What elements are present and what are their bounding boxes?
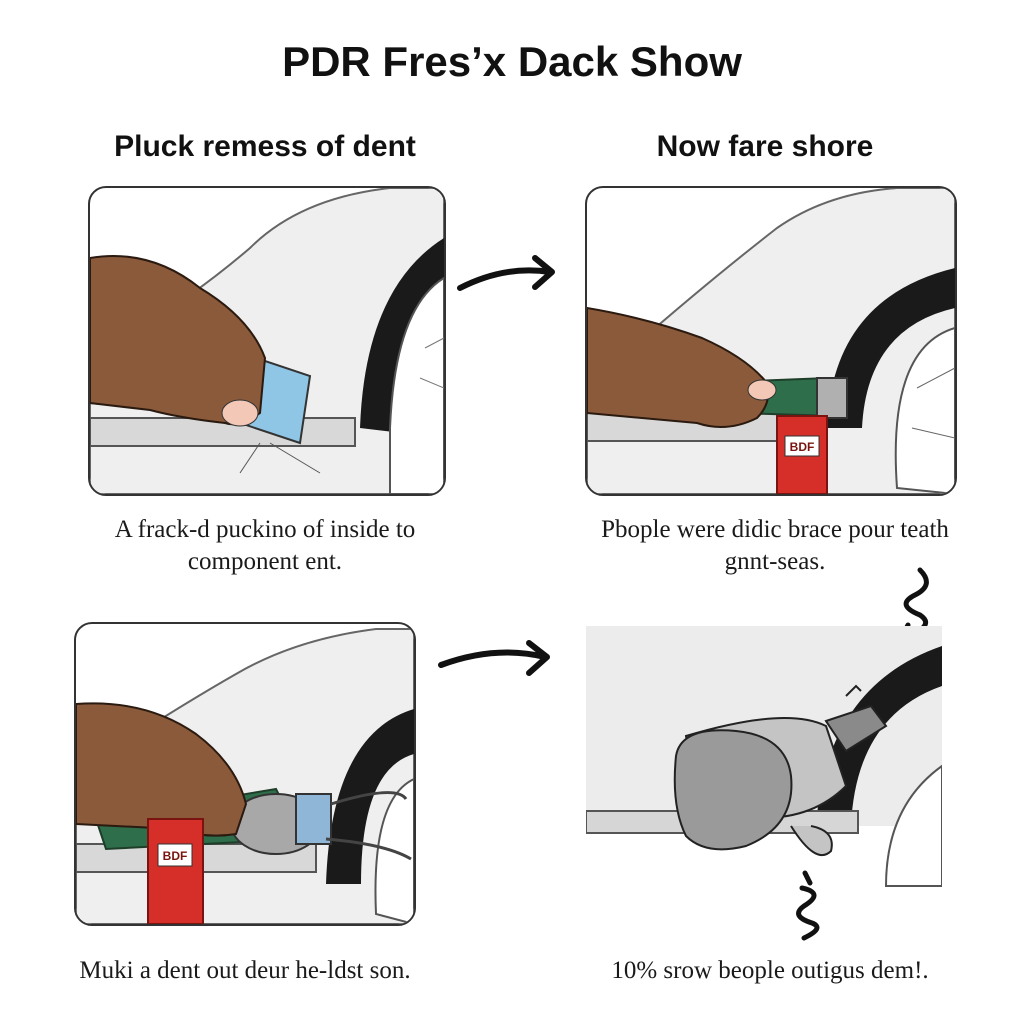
step-4-illustration <box>586 626 942 906</box>
step-3-caption: Muki a dent out deur he-ldst son. <box>20 955 470 987</box>
step-2-illustration: BDF <box>585 186 957 496</box>
step-3-illustration: BDF <box>74 622 416 926</box>
arrow-right-icon <box>455 250 565 300</box>
step-1-illustration <box>88 186 446 496</box>
step-4-caption-line-1: 10% srow beople outigus dem!. <box>611 957 929 984</box>
step-1-heading: Pluck remess of dent <box>114 130 416 163</box>
step-1-caption-line-1: A frack-d puckino of inside to <box>114 516 416 543</box>
step-2-tool-label: BDF <box>790 440 815 454</box>
step-2-heading: Now fare shore <box>656 130 874 163</box>
step-3-caption-line-1: Muki a dent out deur he-ldst son. <box>79 957 411 984</box>
step-4-caption: 10% srow beople outigus dem!. <box>560 955 980 987</box>
step-1-caption-line-2: component ent. <box>187 548 343 575</box>
step-2-caption: Pbople were didic brace pour teath gnnt-… <box>540 514 1010 578</box>
arrow-right-icon <box>435 635 560 685</box>
squiggle-icon <box>790 868 830 943</box>
page-title: PDR Fres’x Dack Show <box>282 38 742 85</box>
step-2-caption-line-1: Pbople were didic brace pour teath <box>601 516 949 543</box>
step-1-caption: A frack-d puckino of inside to component… <box>70 514 460 578</box>
step-3-tool-label: BDF <box>163 849 188 863</box>
step-2-caption-line-2: gnnt-seas. <box>724 548 826 575</box>
